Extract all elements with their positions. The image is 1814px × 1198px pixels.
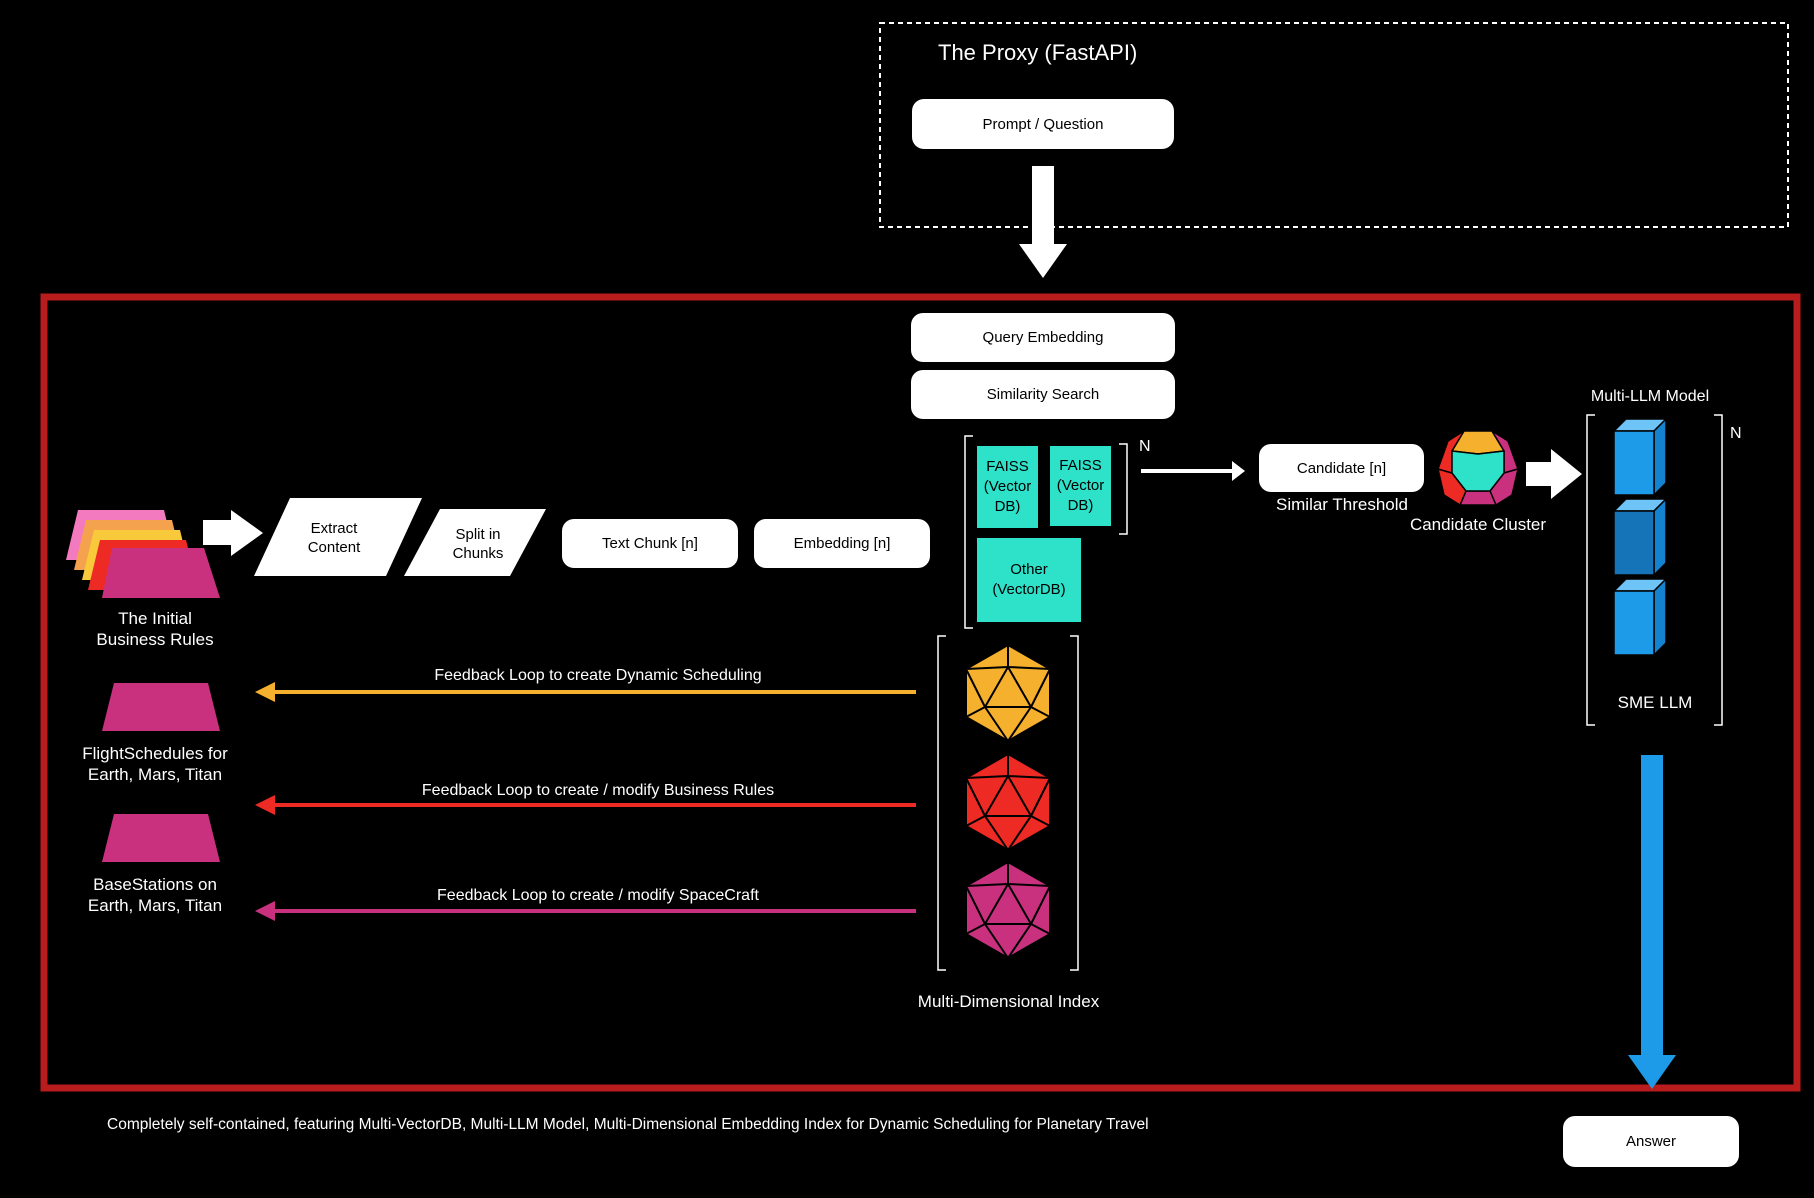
multi-llm-title: Multi-LLM Model — [1590, 388, 1710, 405]
index-icosahedron-orange — [965, 644, 1051, 742]
faiss-db-1: FAISS (Vector DB) — [977, 446, 1038, 528]
faiss-db-2: FAISS (Vector DB) — [1050, 446, 1111, 526]
vectordb-n-label: N — [1139, 438, 1151, 455]
feedback-business-rules-label: Feedback Loop to create / modify Busines… — [421, 782, 775, 799]
vectordb-to-candidate-arrow — [1141, 461, 1245, 481]
llm-bracket — [1586, 414, 1723, 726]
main-frame — [40, 293, 1801, 1092]
llm-cube-bottom — [1613, 578, 1667, 656]
query-embedding-box: Query Embedding — [911, 313, 1175, 362]
business-rules-label: The Initial Business Rules — [96, 609, 214, 649]
llm-to-answer-arrow — [1628, 755, 1676, 1089]
index-bracket — [937, 635, 1079, 971]
feedback-scheduling-label: Feedback Loop to create Dynamic Scheduli… — [434, 667, 762, 684]
extract-content-shape — [254, 498, 422, 576]
similarity-search-box: Similarity Search — [911, 370, 1175, 419]
docs-to-extract-arrow — [203, 510, 263, 556]
feedback-arrow-business-rules — [255, 795, 916, 815]
index-icosahedron-red — [965, 753, 1051, 851]
feedback-arrow-scheduling — [255, 682, 916, 702]
business-rules-docs-icon — [66, 510, 220, 598]
flight-schedules-doc-icon — [102, 683, 220, 731]
split-chunks-shape — [404, 509, 546, 576]
extract-content-label: Extract Content — [307, 520, 361, 556]
flight-schedules-label: FlightSchedules for Earth, Mars, Titan — [82, 744, 228, 784]
index-icosahedron-magenta — [965, 861, 1051, 959]
vectordb-bracket — [964, 435, 1128, 629]
base-stations-label: BaseStations on Earth, Mars, Titan — [87, 875, 223, 915]
llm-n-label: N — [1730, 425, 1742, 442]
llm-cube-middle — [1613, 498, 1667, 576]
cluster-to-llm-arrow — [1526, 449, 1582, 499]
answer-box: Answer — [1563, 1116, 1739, 1167]
other-vectordb: Other (VectorDB) — [977, 538, 1081, 622]
prompt-question-box: Prompt / Question — [912, 99, 1174, 149]
multi-dimensional-index-label: Multi-Dimensional Index — [917, 992, 1100, 1011]
text-chunk-box: Text Chunk [n] — [562, 519, 738, 568]
candidate-box: Candidate [n] — [1259, 444, 1424, 492]
proxy-frame — [879, 22, 1789, 228]
candidate-cluster-icon — [1436, 430, 1520, 507]
base-stations-doc-icon — [102, 814, 220, 862]
sme-llm-label: SME LLM — [1617, 693, 1693, 712]
candidate-cluster-label: Candidate Cluster — [1409, 515, 1547, 534]
similar-threshold-label: Similar Threshold — [1276, 495, 1408, 514]
split-chunks-label: Split in Chunks — [452, 526, 504, 562]
embedding-box: Embedding [n] — [754, 519, 930, 568]
footer-description: Completely self-contained, featuring Mul… — [107, 1116, 1149, 1133]
feedback-spacecraft-label: Feedback Loop to create / modify SpaceCr… — [437, 887, 759, 904]
prompt-down-arrow — [1019, 166, 1067, 278]
llm-cube-top — [1613, 418, 1667, 496]
proxy-title: The Proxy (FastAPI) — [938, 40, 1138, 65]
feedback-arrow-spacecraft — [255, 901, 916, 921]
